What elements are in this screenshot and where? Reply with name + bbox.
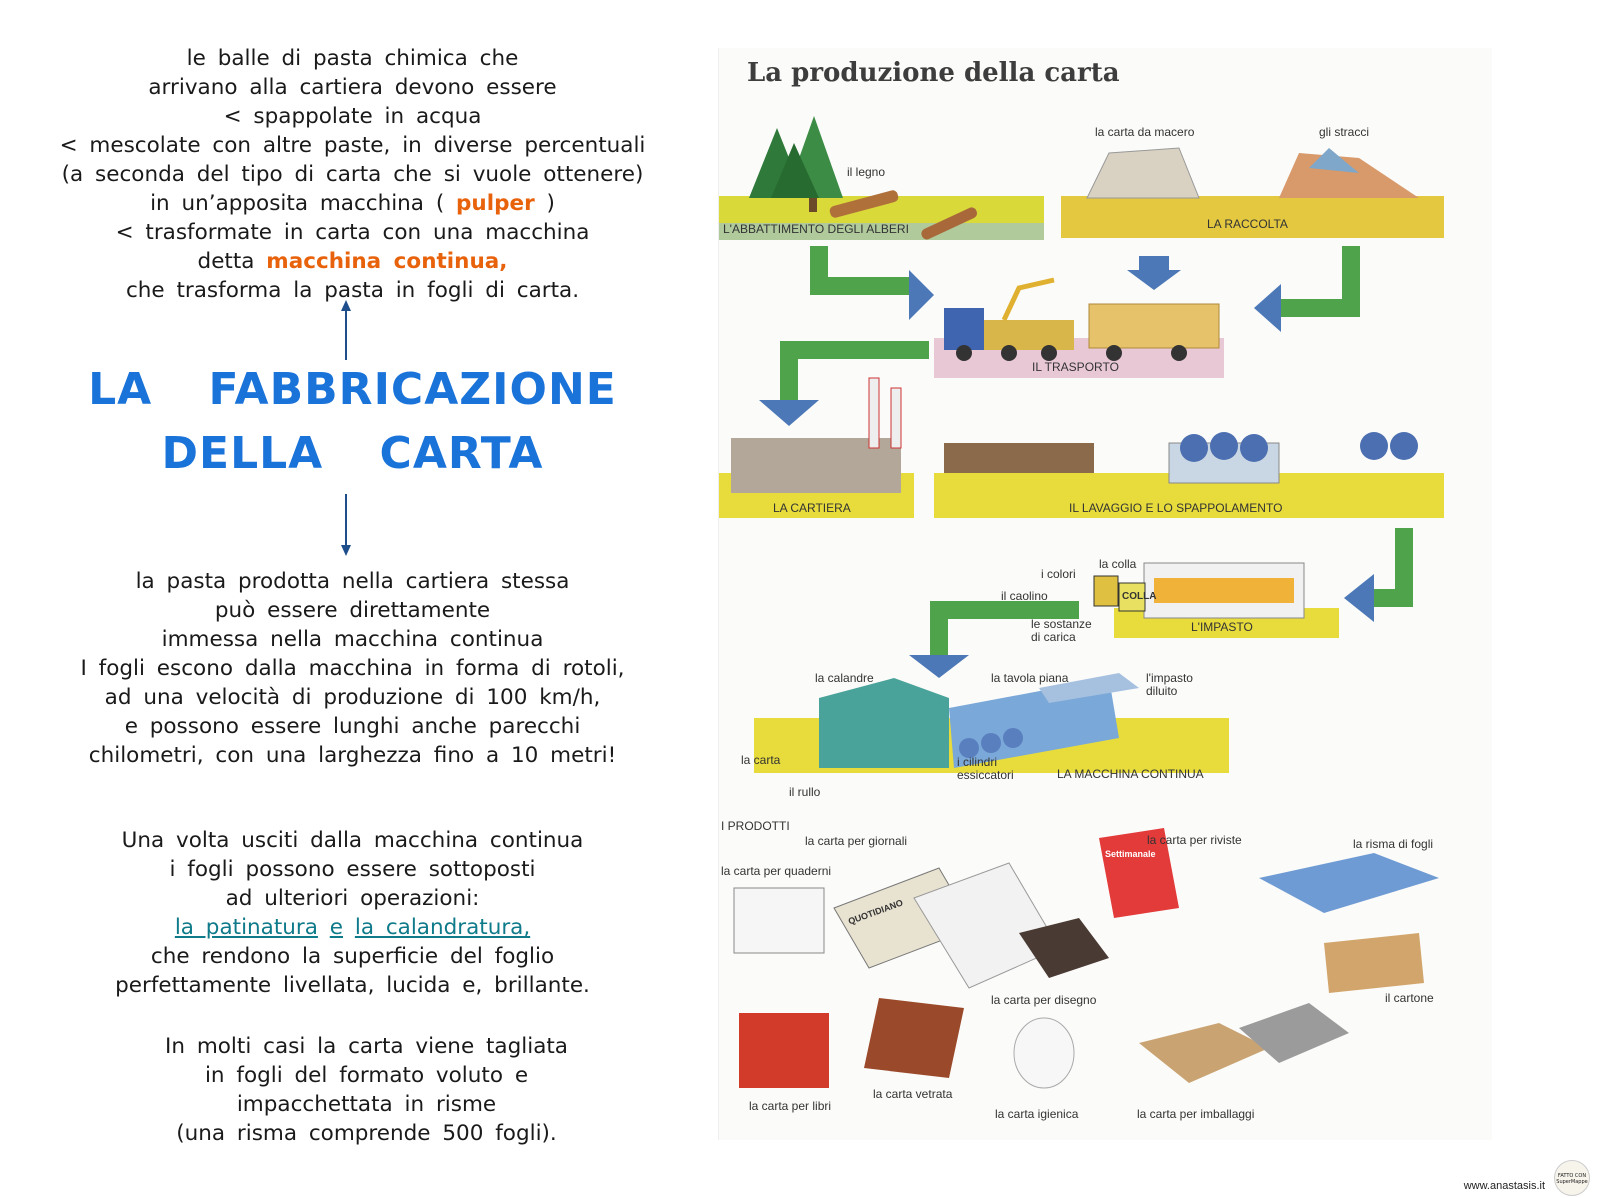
macchina-continua-highlight: macchina continua, (266, 249, 508, 274)
pasta-paragraph: la pasta prodotta nella cartiera stessa … (0, 567, 705, 770)
intro-text: ) (534, 191, 555, 216)
text-column: le balle di pasta chimica che arrivano a… (0, 0, 705, 1198)
intro-line: che trasforma la pasta in fogli di carta… (125, 278, 580, 303)
label-riviste: la carta per riviste (1147, 833, 1242, 847)
factory-icon (731, 377, 902, 493)
label-settimanale: Settimanale (1105, 849, 1156, 859)
intro-line: < trasformate in carta con una macchina (115, 220, 590, 245)
intro-text: detta (197, 249, 267, 274)
intro-line: le balle di pasta chimica che (186, 46, 519, 71)
label-igienica: la carta igienica (995, 1107, 1079, 1121)
label-impasto: L'IMPASTO (1191, 620, 1253, 634)
label-trasporto: IL TRASPORTO (1032, 360, 1119, 374)
risme-line: in fogli del formato voluto e (204, 1063, 529, 1088)
label-tavola: la tavola piana (991, 671, 1069, 685)
intro-line: (a seconda del tipo di carta che si vuol… (61, 162, 644, 187)
logo-text: FATTO CON SuperMappe (1556, 1173, 1588, 1185)
intro-line: < mescolate con altre paste, in diverse … (59, 133, 646, 158)
patinatura-link[interactable]: la patinatura (174, 915, 318, 940)
label-colori: i colori (1041, 567, 1076, 581)
trees-icon (749, 116, 843, 212)
operazioni-line: i fogli possono essere sottoposti (169, 857, 536, 882)
label-quaderni: la carta per quaderni (721, 864, 832, 878)
supermappe-logo: FATTO CON SuperMappe (1554, 1160, 1590, 1196)
operazioni-line: Una volta usciti dalla macchina continua (121, 828, 584, 853)
pasta-line: chilometri, con una larghezza fino a 10 … (88, 743, 617, 768)
pasta-line: I fogli escono dalla macchina in forma d… (80, 656, 625, 681)
label-vetrata: la carta vetrata (873, 1087, 953, 1101)
arrow-down-icon (341, 494, 351, 556)
label-continua: LA MACCHINA CONTINUA (1057, 767, 1204, 781)
label-colla-can: COLLA (1122, 591, 1157, 602)
pasta-line: può essere direttamente (214, 598, 491, 623)
label-colla: la colla (1099, 557, 1137, 571)
label-impasto-diluito: l'impasto diluito (1146, 671, 1193, 698)
intro-line: in un’apposita macchina ( pulper ) (0, 189, 705, 218)
label-lavaggio: IL LAVAGGIO E LO SPAPPOLAMENTO (1069, 501, 1283, 515)
operazioni-line: ad ulteriori operazioni: (225, 886, 480, 911)
operazioni-line: perfettamente livellata, lucida e, brill… (115, 973, 590, 998)
intro-line: arrivano alla cartiera devono essere (148, 75, 557, 100)
operazioni-line: che rendono la superficie del foglio (150, 944, 555, 969)
label-carta: la carta (741, 753, 781, 767)
label-raccolta: LA RACCOLTA (1207, 217, 1288, 231)
diagram-title: La produzione della carta (747, 58, 1120, 88)
intro-line: < spappolate in acqua (223, 104, 482, 129)
label-libri: la carta per libri (749, 1099, 832, 1113)
intro-line: detta macchina continua, (0, 247, 705, 276)
risme-line: impacchettata in risme (236, 1092, 497, 1117)
label-cartone: il cartone (1385, 991, 1434, 1005)
products-illustration (733, 828, 1439, 1089)
pasta-line: e possono essere lunghi anche parecchi (124, 714, 581, 739)
label-cartiera: LA CARTIERA (773, 501, 851, 515)
title-line-2: DELLA CARTA (161, 428, 544, 479)
label-rullo: il rullo (789, 785, 821, 799)
truck-icon (944, 277, 1220, 361)
diagram-illustration (719, 116, 1444, 1089)
label-risma: la risma di fogli (1353, 837, 1434, 851)
intro-text: in un’apposita macchina ( (150, 191, 457, 216)
label-caolino: il caolino (1001, 589, 1048, 603)
pulper-highlight: pulper (456, 191, 535, 216)
arrow-up-icon (341, 300, 351, 360)
risme-line: In molti casi la carta viene tagliata (165, 1034, 568, 1059)
calandratura-link[interactable]: la calandratura, (354, 915, 531, 940)
label-prodotti: I PRODOTTI (721, 819, 790, 833)
label-cilindri: i cilindri essiccatori (957, 755, 1014, 782)
label-stracci: gli stracci (1319, 125, 1370, 139)
and-text: e (329, 915, 343, 940)
operazioni-paragraph: Una volta usciti dalla macchina continua… (0, 826, 705, 1000)
label-disegno: la carta per disegno (991, 993, 1097, 1007)
operazioni-links-line: la patinatura e la calandratura, (0, 913, 705, 942)
label-abbattimento: L'ABBATTIMENTO DEGLI ALBERI (723, 222, 909, 236)
risme-line: (una risma comprende 500 fogli). (176, 1121, 557, 1146)
label-legno: il legno (847, 165, 886, 179)
title-line-1: LA FABBRICAZIONE (88, 364, 617, 415)
label-sostanze: le sostanze di carica (1031, 617, 1092, 644)
label-macero: la carta da macero (1095, 125, 1195, 139)
paper-production-diagram: La produzione della carta (718, 48, 1492, 1140)
label-calandre: la calandre (815, 671, 874, 685)
risme-paragraph: In molti casi la carta viene tagliata in… (14, 1032, 719, 1148)
label-giornali: la carta per giornali (805, 834, 908, 848)
page-title: LA FABBRICAZIONE DELLA CARTA (0, 358, 705, 486)
pasta-line: la pasta prodotta nella cartiera stessa (135, 569, 570, 594)
pasta-line: immessa nella macchina continua (161, 627, 544, 652)
site-footer: www.anastasis.it (1463, 1180, 1545, 1192)
pasta-line: ad una velocità di produzione di 100 km/… (104, 685, 601, 710)
intro-paragraph: le balle di pasta chimica che arrivano a… (0, 44, 705, 305)
label-imballaggi: la carta per imballaggi (1137, 1107, 1255, 1121)
